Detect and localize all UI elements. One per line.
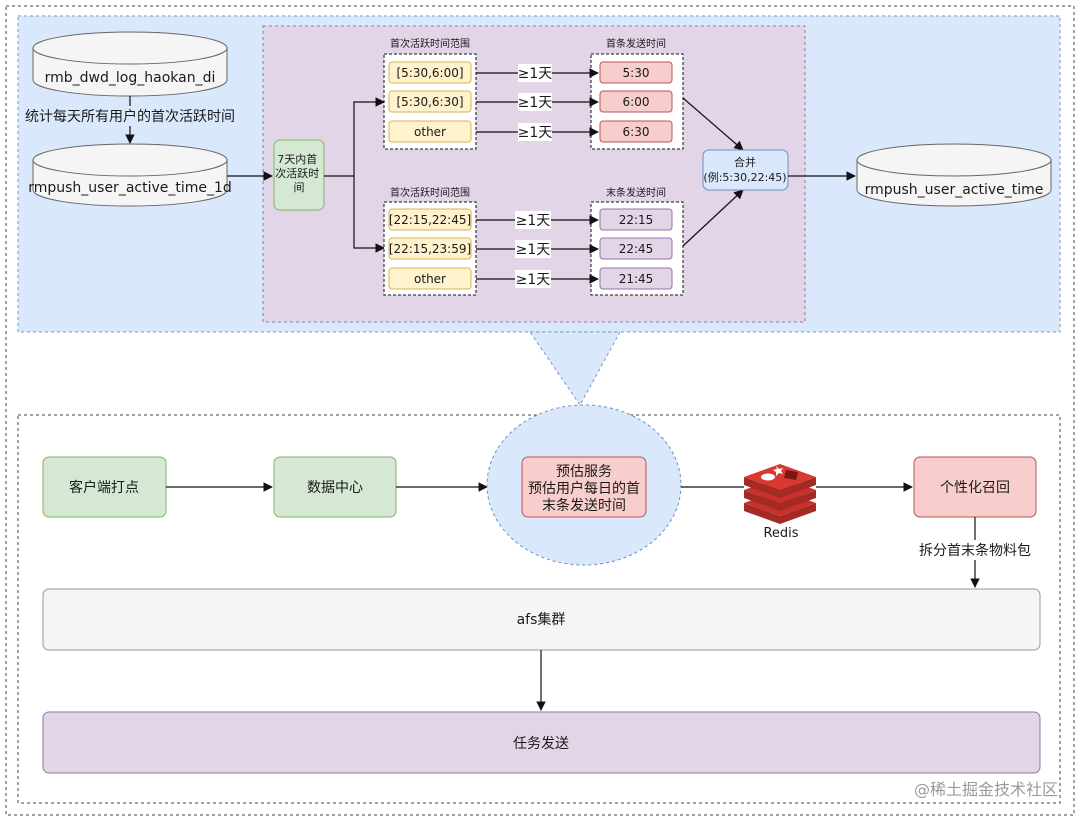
last-row-2-send: 22:45 [619,242,654,256]
first-row-2-range: [5:30,6:30] [396,95,463,109]
first-row-1: [5:30,6:00] ≥1天 5:30 [388,61,673,84]
db-active-1d: rmpush_user_active_time_1d [28,143,232,207]
data-center-label: 数据中心 [307,480,363,496]
last-range-header: 首次活跃时间范围 [390,186,470,199]
watermark: @稀土掘金技术社区 [914,780,1058,799]
last-row-2-cond: ≥1天 [516,242,551,258]
outer-frame [5,5,1075,816]
last-row-2-range: [22:15,23:59] [389,242,471,256]
first-row-2-send: 6:00 [623,95,650,109]
arrow-last-to-merge [682,189,744,247]
first-row-2-cond: ≥1天 [518,95,553,111]
first-row-1-send: 5:30 [623,66,650,80]
branch-first [324,97,385,177]
db-log-haokan: rmb_dwd_log_haokan_di [32,31,228,97]
last-row-2: [22:15,23:59] ≥1天 22:45 [388,237,673,260]
last-row-3-cond: ≥1天 [516,272,551,288]
first-send-header: 首条发送时间 [606,37,666,50]
recall-label: 个性化召回 [940,480,1010,496]
bottom-frame [17,414,1061,804]
merge-node [702,149,789,191]
db-log-note: 统计每天所有用户的首次活跃时间 [25,108,235,125]
predict-line1: 预估服务 [556,464,612,480]
task-send-bar [42,711,1041,774]
note-bg [22,106,240,126]
last-row-3-send: 21:45 [619,272,654,286]
redis-label: Redis [763,526,798,541]
first-range-header: 首次活跃时间范围 [390,37,470,50]
callout-pointer [529,331,621,406]
branch-last [353,176,385,253]
db-log-haokan-label: rmb_dwd_log_haokan_di [45,70,216,86]
first-row-3-send: 6:30 [623,125,650,139]
last-row-1-range: [22:15,22:45] [389,213,471,227]
merge-title: 合并 [734,155,756,169]
last-row-3-range: other [414,272,446,286]
first-row-1-cond: ≥1天 [518,66,553,82]
db-output-label: rmpush_user_active_time [865,182,1044,198]
db-output: rmpush_user_active_time [856,143,1052,207]
range-node-label: 7天内首 次活跃时 间 [275,152,323,194]
last-row-1: [22:15,22:45] ≥1天 22:15 [388,208,673,231]
db-active-1d-label: rmpush_user_active_time_1d [28,180,232,196]
last-row-1-cond: ≥1天 [516,213,551,229]
afs-label: afs集群 [517,611,566,628]
predict-line2: 预估用户每日的首 [528,480,640,497]
first-row-2: [5:30,6:30] ≥1天 6:00 [388,90,673,113]
merge-example: (例:5:30,22:45) [703,170,786,184]
predict-line3: 末条发送时间 [542,497,626,514]
redis-icon [744,464,816,524]
split-note-bg [918,540,1032,560]
predict-node [521,456,647,518]
range-node [273,139,325,211]
split-note: 拆分首末条物料包 [919,542,1031,559]
client-label: 客户端打点 [69,479,139,496]
first-row-3: other ≥1天 6:30 [388,120,673,143]
last-row-3: other ≥1天 21:45 [388,267,673,290]
last-row-1-send: 22:15 [619,213,654,227]
task-label: 任务发送 [513,736,569,752]
last-send-header: 末条发送时间 [606,186,666,199]
first-row-3-cond: ≥1天 [518,125,553,141]
first-row-1-range: [5:30,6:00] [396,66,463,80]
arrow-first-to-merge [682,97,744,151]
first-row-3-range: other [414,125,446,139]
